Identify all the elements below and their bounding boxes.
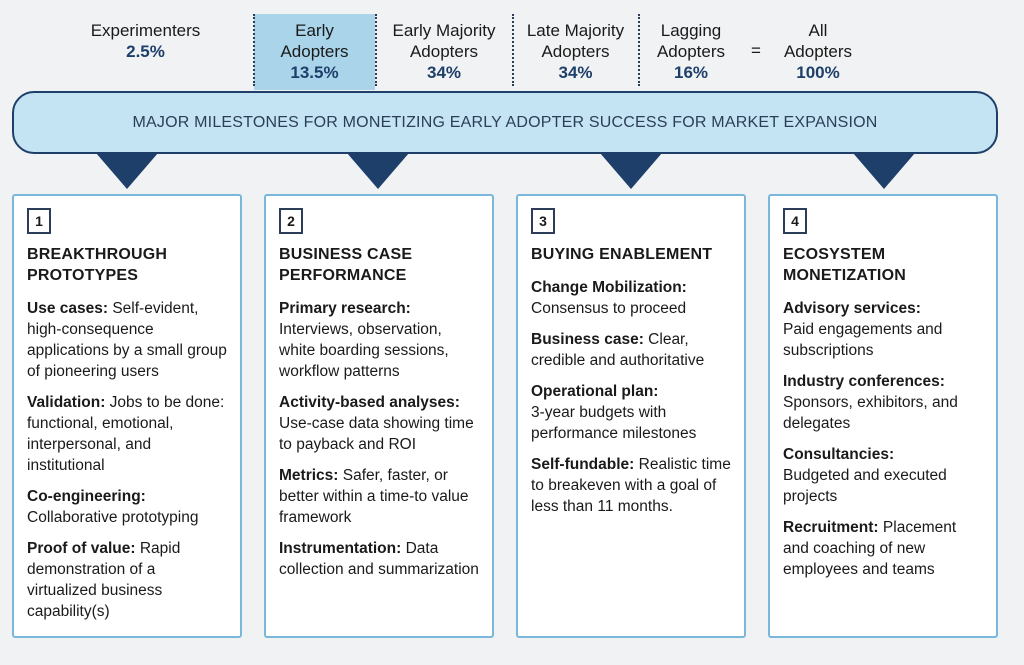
equals-sign: = [751, 41, 761, 60]
segment-percent: 100% [796, 63, 840, 82]
down-arrow-icon [347, 153, 409, 189]
down-arrow-icon [96, 153, 158, 189]
item-text: Placement and coaching of new employees … [783, 519, 957, 578]
item-label: Consultancies: [783, 446, 895, 463]
item-text: 3-year budgets with performance mileston… [531, 404, 697, 442]
card-item: Validation: Jobs to be done: functional,… [27, 392, 228, 476]
segment-divider [638, 14, 640, 86]
card-item: Self-fundable: Realistic time to breakev… [531, 454, 732, 517]
item-label: Change Mobilization: [531, 279, 687, 296]
card-title: BUYING ENABLEMENT [531, 246, 713, 263]
milestones-banner: MAJOR MILESTONES FOR MONETIZING EARLY AD… [12, 91, 998, 154]
segment-divider [375, 14, 377, 86]
milestone-card-4: 4 ECOSYSTEM MONETIZATION Advisory servic… [768, 194, 998, 638]
item-label: Proof of value: [27, 540, 136, 557]
segment-early-adopters: Early Adopters 13.5% [254, 14, 375, 90]
segment-label: Early Majority Adopters [392, 21, 496, 61]
card-item: Change Mobilization: Consensus to proceed [531, 277, 732, 319]
card-item: Operational plan: 3-year budgets with per… [531, 381, 732, 444]
item-text: Collaborative prototyping [27, 509, 199, 526]
card-item: Activity-based analyses: Use-case data s… [279, 392, 480, 455]
item-text: Clear, credible and authoritative [531, 331, 705, 369]
card-item: Use cases: Self-evident, high-consequenc… [27, 298, 228, 382]
item-label: Validation: [27, 394, 106, 411]
segment-label: Late Majority Adopters [526, 21, 625, 61]
item-text: Sponsors, exhibitors, and delegates [783, 394, 958, 432]
item-text: Interviews, observation, white boarding … [279, 321, 449, 380]
card-item: Consultancies: Budgeted and executed proj… [783, 444, 984, 507]
item-label: Activity-based analyses: [279, 394, 460, 411]
segment-percent: 34% [426, 63, 462, 82]
segment-lagging: Lagging Adopters 16% [640, 14, 742, 90]
segment-label: Lagging Adopters [656, 21, 726, 61]
item-label: Operational plan: [531, 383, 659, 400]
item-text: Realistic time to breakeven with a goal … [531, 456, 731, 515]
card-item: Industry conferences: Sponsors, exhibitor… [783, 371, 984, 434]
item-label: Industry conferences: [783, 373, 945, 390]
adopter-segments: Experimenters 2.5% Early Adopters 13.5% … [0, 0, 1024, 90]
card-item: Co-engineering: Collaborative prototyping [27, 486, 228, 528]
item-label: Use cases: [27, 300, 109, 317]
card-number: 3 [531, 208, 555, 234]
down-arrow-icon [600, 153, 662, 189]
item-text: Rapid demonstration of a virtualized bus… [27, 540, 181, 620]
card-item: Instrumentation: Data collection and sum… [279, 538, 480, 580]
card-item: Business case: Clear, credible and autho… [531, 329, 732, 371]
item-text: Budgeted and executed projects [783, 467, 947, 505]
card-number: 1 [27, 208, 51, 234]
segment-divider [512, 14, 514, 86]
segment-percent: 2.5% [126, 42, 165, 61]
item-text: Consensus to proceed [531, 300, 687, 317]
milestone-card-2: 2 BUSINESS CASE PERFORMANCE Primary rese… [264, 194, 494, 638]
card-title: ECOSYSTEM MONETIZATION [783, 246, 906, 284]
item-label: Recruitment: [783, 519, 879, 536]
item-label: Self-fundable: [531, 456, 635, 473]
item-text: Data collection and summarization [279, 540, 479, 578]
card-number: 4 [783, 208, 807, 234]
item-text: Safer, faster, or better within a time-t… [279, 467, 469, 526]
item-label: Instrumentation: [279, 540, 402, 557]
item-label: Co-engineering: [27, 488, 146, 505]
item-label: Metrics: [279, 467, 339, 484]
segment-label: All Adopters [783, 21, 853, 61]
item-text: Use-case data showing time to payback an… [279, 415, 474, 453]
item-label: Advisory services: [783, 300, 921, 317]
item-text: Jobs to be done: functional, emotional, … [27, 394, 225, 474]
card-title: BREAKTHROUGH PROTOTYPES [27, 246, 168, 284]
item-label: Business case: [531, 331, 644, 348]
item-label: Primary research: [279, 300, 411, 317]
segment-label: Early Adopters [280, 21, 349, 61]
item-text: Self-evident, high-consequence applicati… [27, 300, 227, 380]
down-arrow-icon [853, 153, 915, 189]
card-item: Primary research: Interviews, observation… [279, 298, 480, 382]
card-number: 2 [279, 208, 303, 234]
segment-all: All Adopters 100% [768, 14, 868, 90]
card-item: Advisory services: Paid engagements and s… [783, 298, 984, 361]
segment-experimenters: Experimenters 2.5% [78, 14, 213, 90]
segment-percent: 13.5% [290, 63, 339, 82]
segment-percent: 16% [673, 63, 709, 82]
milestone-card-3: 3 BUYING ENABLEMENT Change Mobilization:… [516, 194, 746, 638]
card-item: Proof of value: Rapid demonstration of a… [27, 538, 228, 622]
segment-divider [253, 14, 255, 86]
card-title: BUSINESS CASE PERFORMANCE [279, 246, 413, 284]
milestone-card-1: 1 BREAKTHROUGH PROTOTYPES Use cases: Sel… [12, 194, 242, 638]
segment-percent: 34% [558, 63, 593, 82]
card-item: Metrics: Safer, faster, or better within… [279, 465, 480, 528]
item-text: Paid engagements and subscriptions [783, 321, 943, 359]
segment-late-majority: Late Majority Adopters 34% [513, 14, 638, 90]
segment-label: Experimenters [90, 21, 201, 40]
card-item: Recruitment: Placement and coaching of n… [783, 517, 984, 580]
segment-early-majority: Early Majority Adopters 34% [377, 14, 511, 90]
